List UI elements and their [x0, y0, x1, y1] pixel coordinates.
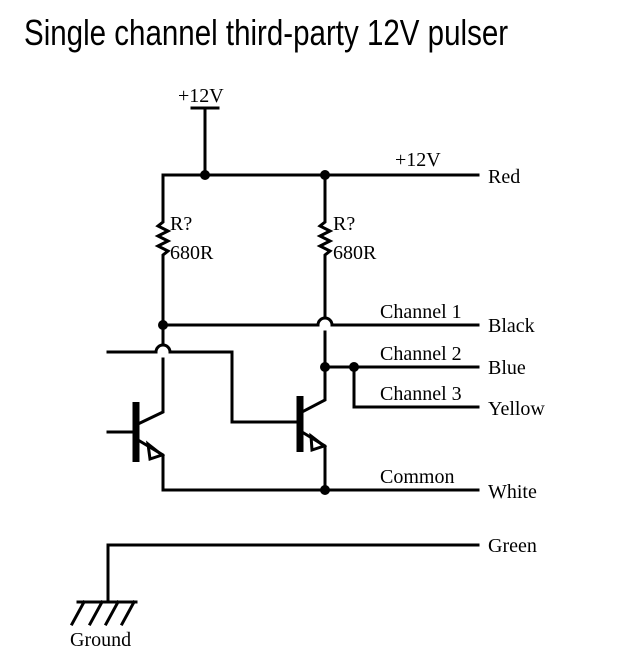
transistor-right-collector — [299, 365, 327, 415]
resistor-right — [316, 173, 334, 320]
channel-1-label: Channel 1 — [380, 301, 462, 323]
base-drive-line — [106, 343, 300, 424]
green-line — [106, 543, 480, 604]
supply-line-label: +12V — [395, 149, 441, 171]
wire-red-label: Red — [488, 166, 520, 188]
junction-dot — [320, 362, 330, 372]
ground-icon — [69, 599, 137, 627]
wire-green-label: Green — [488, 535, 537, 557]
junction-dot — [320, 485, 330, 495]
resistor-left-ref: R? — [170, 213, 192, 235]
ground-label: Ground — [70, 629, 131, 651]
common-label: Common — [380, 466, 454, 488]
wire-blue-label: Blue — [488, 357, 526, 379]
channel-2-label: Channel 2 — [380, 343, 462, 365]
resistor-left-value: 680R — [170, 242, 214, 264]
diagram-title: Single channel third-party 12V pulser — [24, 12, 509, 53]
wire-black-label: Black — [488, 315, 535, 337]
transistor-right-emitter — [299, 429, 327, 492]
supply-label: +12V — [178, 85, 224, 107]
channel-3-line — [352, 365, 480, 409]
channel-3-label: Channel 3 — [380, 383, 462, 405]
wire-yellow-label: Yellow — [488, 398, 545, 420]
transistor-left-arrow — [146, 440, 166, 461]
wire-white-label: White — [488, 481, 537, 503]
left-collector — [135, 357, 165, 427]
resistor-right-value: 680R — [333, 242, 377, 264]
channel-1-line — [161, 316, 480, 327]
resistor-left — [154, 173, 172, 327]
junction-dot — [200, 170, 210, 180]
transistor-right-arrow — [309, 432, 328, 453]
resistor-right-ref: R? — [333, 213, 355, 235]
